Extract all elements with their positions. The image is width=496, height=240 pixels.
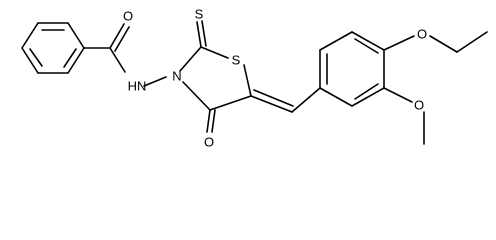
methoxy-oxygen-label: O	[414, 98, 424, 113]
benzene-ring-right	[319, 31, 385, 107]
chemical-structure-diagram: O HN N S S O O O	[21, 7, 488, 150]
methoxy-group	[383, 87, 425, 145]
ring-sulfur-label: S	[232, 53, 241, 68]
thiazolidine-ring	[179, 20, 252, 133]
ethoxy-group	[383, 31, 488, 53]
amide-oxygen-label: O	[123, 9, 133, 24]
ring-nitrogen-label: N	[172, 69, 181, 84]
nh-label: HN	[128, 79, 147, 94]
benzene-ring-left	[21, 22, 85, 74]
benzylidene-double-bond	[250, 87, 321, 113]
thione-sulfur-label: S	[195, 7, 204, 22]
keto-oxygen-label: O	[204, 135, 214, 150]
amide-group	[83, 23, 167, 87]
ethoxy-oxygen-label: O	[417, 27, 427, 42]
